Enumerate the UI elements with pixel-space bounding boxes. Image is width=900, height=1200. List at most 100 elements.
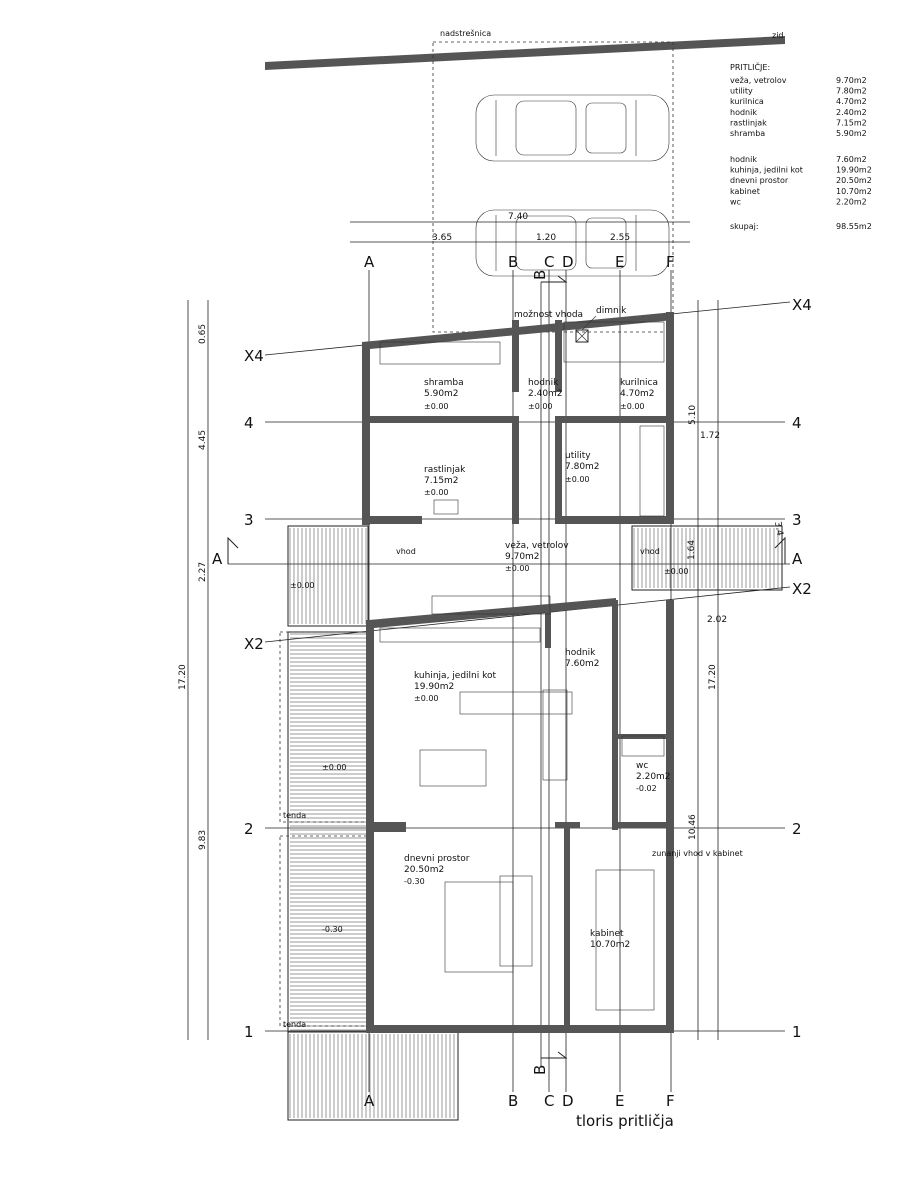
axis-label-a-bottom: A <box>364 1092 375 1110</box>
axis-label-e-top: E <box>615 253 624 271</box>
room-name: hodnik <box>528 378 559 388</box>
building-walls <box>362 312 674 1033</box>
boundary-wall <box>265 36 785 70</box>
terrace-level: ±0.00 <box>290 581 315 590</box>
area-table-room-name: kabinet <box>730 187 760 196</box>
room-hodnik-top: hodnik 2.40m2 ±0.00 <box>528 378 563 411</box>
grid-lines <box>228 270 791 1092</box>
section-arrow-b-top <box>541 275 568 283</box>
room-level: ±0.00 <box>424 488 449 497</box>
room-area: 5.90m2 <box>424 389 459 399</box>
area-table-room-name: hodnik <box>730 155 757 164</box>
room-shramba: shramba 5.90m2 ±0.00 <box>424 378 464 411</box>
dim-top-overall: 7.40 <box>508 212 528 222</box>
deck-boards <box>289 528 779 1118</box>
dim-right-overall: 17.20 <box>708 664 718 690</box>
dim-left-overall: 17.20 <box>178 664 188 690</box>
axis-label-3-right: 3 <box>792 511 802 529</box>
area-table-room-name: kuhinja, jedilni kot <box>730 166 803 175</box>
axis-label-d-top: D <box>562 253 574 271</box>
dim-misc: 2.02 <box>707 615 727 625</box>
car-icon <box>475 209 670 277</box>
axis-label-x2-left: X2 <box>244 635 264 653</box>
axis-label-e-bottom: E <box>615 1092 624 1110</box>
area-table-room-area: 9.70m2 <box>836 76 867 85</box>
area-total-label: skupaj: <box>730 222 759 231</box>
dim-left-part: 4.45 <box>198 430 208 450</box>
section-arrow-a-right <box>774 536 786 564</box>
section-arrow-a-left <box>227 536 239 564</box>
axis-label-b-top: B <box>508 253 518 271</box>
axis-label-c-top: C <box>544 253 554 271</box>
axis-label-a-top: A <box>364 253 375 271</box>
section-label-b-bottom: B <box>531 1065 549 1075</box>
axis-label-2-left: 2 <box>244 820 254 838</box>
section-label-b-top: B <box>531 270 549 280</box>
interior-fixtures <box>379 321 665 1011</box>
dim-top-part: 2.55 <box>610 233 630 243</box>
room-level: -0.30 <box>404 877 425 886</box>
dim-left-part: 2.27 <box>198 562 208 582</box>
axis-label-2-right: 2 <box>792 820 802 838</box>
axis-label-1-left: 1 <box>244 1023 254 1041</box>
deck-entrance-left <box>287 525 369 627</box>
entrance-left-label: vhod <box>396 547 416 556</box>
room-name: shramba <box>424 378 464 388</box>
area-table-room-area: 2.20m2 <box>836 197 867 206</box>
wall-label: zid <box>772 31 784 40</box>
room-name: dnevni prostor <box>404 854 470 864</box>
room-name: kurilnica <box>620 378 658 388</box>
canopy-outline <box>432 41 674 333</box>
office-entrance-label: zunanji vhod v kabinet <box>652 849 743 858</box>
room-area: 2.40m2 <box>528 389 563 399</box>
axis-label-f-bottom: F <box>666 1092 675 1110</box>
room-area: 4.70m2 <box>620 389 655 399</box>
dim-left-part: 0.65 <box>198 324 208 344</box>
dim-right-part: 5.10 <box>688 405 698 425</box>
room-area: 19.90m2 <box>414 682 454 692</box>
awning-label: tenda <box>283 811 306 820</box>
axis-label-d-bottom: D <box>562 1092 574 1110</box>
room-area: 10.70m2 <box>590 940 630 950</box>
room-name: utility <box>565 451 591 461</box>
room-wc: wc 2.20m2 -0.02 <box>636 761 671 793</box>
area-table-room-name: hodnik <box>730 108 757 117</box>
dim-misc: 1.72 <box>700 431 720 441</box>
axis-label-4-right: 4 <box>792 414 802 432</box>
possible-entrance-label: možnost vhoda <box>514 310 583 320</box>
area-table-room-name: kurilnica <box>730 97 764 106</box>
room-rastlinjak: rastlinjak 7.15m2 ±0.00 <box>424 465 466 497</box>
room-level: ±0.00 <box>528 402 553 411</box>
room-name: rastlinjak <box>424 465 466 475</box>
drawing-title: tloris pritličja <box>576 1112 674 1130</box>
room-level: ±0.00 <box>505 564 530 573</box>
section-arrow-b-bottom <box>541 1051 568 1059</box>
room-level: -0.02 <box>636 784 657 793</box>
room-level: ±0.00 <box>620 402 645 411</box>
dim-right-part: 10.46 <box>688 814 698 840</box>
room-kabinet: kabinet 10.70m2 <box>590 929 630 950</box>
area-total-value: 98.55m2 <box>836 222 872 231</box>
area-table-room-area: 7.15m2 <box>836 118 867 127</box>
terrace-level: ±0.00 <box>322 763 347 772</box>
room-area: 7.15m2 <box>424 476 459 486</box>
section-label-a-left: A <box>212 550 223 568</box>
room-dnevni: dnevni prostor 20.50m2 -0.30 <box>404 854 470 886</box>
room-utility: utility 7.80m2 ±0.00 <box>565 451 600 484</box>
room-veza: veža, vetrolov 9.70m2 ±0.00 <box>505 541 569 573</box>
axis-label-x4-right: X4 <box>792 296 812 314</box>
area-table-room-area: 20.50m2 <box>836 176 872 185</box>
dim-top-part: 1.20 <box>536 233 556 243</box>
area-table-room-name: shramba <box>730 129 765 138</box>
terrace-level: ±0.00 <box>664 567 689 576</box>
room-name: veža, vetrolov <box>505 541 569 551</box>
terrace-left <box>279 631 369 1033</box>
awning-label: tenda <box>283 1020 306 1029</box>
car-icon <box>475 94 670 162</box>
room-area: 2.20m2 <box>636 772 671 782</box>
area-table-room-name: dnevni prostor <box>730 176 789 185</box>
entrance-right-label: vhod <box>640 547 660 556</box>
dim-misc: 1.64 <box>687 540 697 560</box>
